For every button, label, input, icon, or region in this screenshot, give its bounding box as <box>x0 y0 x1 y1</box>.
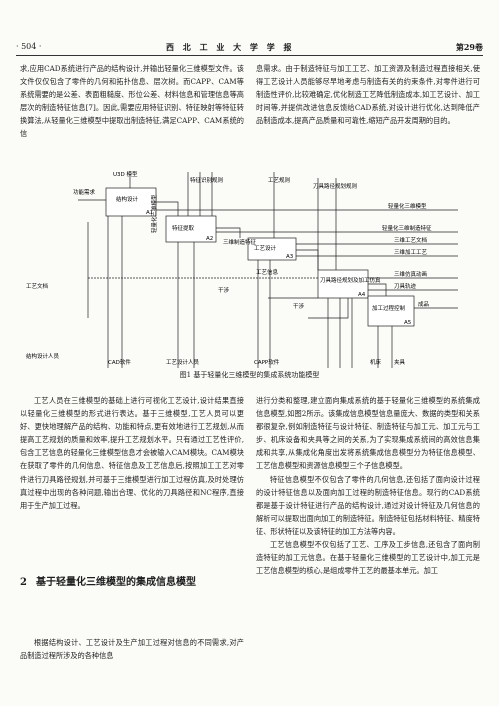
bottom-label-0: 结构设计人员 <box>26 352 60 360</box>
left-proc-doc: 工艺文档 <box>26 282 49 290</box>
figure-1: U3D 模型 功能需求 结构设计 A1 轻量化三维模型 特征提取 A2 三维制造… <box>18 168 484 368</box>
box-a2 <box>165 215 217 243</box>
bottom-label-2: 工艺设计人员 <box>166 358 200 366</box>
bottom-label-8: 机床 <box>370 358 382 366</box>
section-title: 基于轻量化三维模型的集成信息模型 <box>36 577 196 588</box>
a3-node: A3 <box>286 254 294 260</box>
a1-node: A1 <box>146 210 153 216</box>
a4-node: A4 <box>358 292 366 298</box>
a1-title: 结构设计 <box>116 195 139 203</box>
u3d-label: U3D 模型 <box>113 170 138 178</box>
paragraph: 息需求。由于制造特征与加工工艺、加工资源及制造过程直接相关,使得工艺设计人员能够… <box>256 64 480 126</box>
left-column-bottom: 根据结构设计、工艺设计及生产加工过程对信息的不同需求,对产品制造过程所涉及的各种… <box>20 636 244 662</box>
box-a5 <box>367 295 415 327</box>
a2-node: A2 <box>206 236 213 242</box>
interfere-label-2: 干涉 <box>218 286 230 294</box>
box-a1 <box>105 187 157 217</box>
page-number: · 504 · <box>16 42 42 51</box>
paragraph: 工艺人员在三维模型的基础上进行可视化工艺设计,设计结果直接以轻量化三维模型的形式… <box>20 396 244 510</box>
section-number: 2 <box>20 577 27 588</box>
three-d-feature-label: 三维制造特征 <box>223 238 257 246</box>
right-output-3: 三维工艺文档 <box>394 236 428 244</box>
a2-title: 特征提取 <box>172 224 195 232</box>
func-req-label: 功能需求 <box>73 188 96 196</box>
volume-label: 第29卷 <box>455 42 483 52</box>
paragraph: 根据结构设计、工艺设计及生产加工过程对信息的不同需求,对产品制造过程所涉及的各种… <box>20 638 244 661</box>
right-column-mid: 进行分类和整理,建立面向集成系统的基于轻量化三维模型的系统集成信息模型,如图2所… <box>256 394 480 577</box>
left-column-mid: 工艺人员在三维模型的基础上进行可视化工艺设计,设计结果直接以轻量化三维模型的形式… <box>20 394 244 512</box>
proc-rules-label: 工艺规则 <box>268 176 290 184</box>
running-header: · 504 · 西 北 工 业 大 学 学 报 第29卷 <box>16 40 483 54</box>
left-column-top: 求,应用CAD系统进行产品的结构设计,并输出轻量化三维模型文件。该文件仅仅包含了… <box>20 62 244 141</box>
right-output-5: 三维仿真动画 <box>394 270 427 278</box>
a3-title: 工艺设计 <box>254 244 277 252</box>
lightweight-label: 轻量化三维模型 <box>150 194 158 233</box>
bottom-label-1: CAD软件 <box>108 358 131 366</box>
feature-recog-rule: 特征识别规则 <box>190 176 223 184</box>
bottom-label-3: CAPP软件 <box>254 358 280 366</box>
proc-info-label: 工艺信息 <box>256 268 279 276</box>
journal-name: 西 北 工 业 大 学 学 报 <box>166 42 295 52</box>
header-rule <box>16 55 483 56</box>
paragraph: 工艺信息模型不仅包括了工艺、工序及工步信息,还包含了面向制造特征的加工元信息。在… <box>256 540 480 576</box>
a4-title: 刀具路径规划及加工仿真 <box>320 276 381 284</box>
paragraph: 进行分类和整理,建立面向集成系统的基于轻量化三维模型的系统集成信息模型,如图2所… <box>256 396 480 471</box>
box-a4 <box>317 269 369 299</box>
a5-title: 加工过程控制 <box>372 304 406 312</box>
figure-caption: 图1 基于轻量化三维模型的集成系统功能模型 <box>179 371 320 379</box>
tool-path-rules-label: 刀具路径规划规则 <box>313 182 357 190</box>
box-a3 <box>247 237 297 261</box>
right-output-6: 刀具轨迹 <box>394 282 417 290</box>
right-output-4: 三维加工工艺 <box>394 248 428 256</box>
section-heading: 2 基于轻量化三维模型的集成信息模型 <box>20 574 244 592</box>
right-output-1: 轻量化三维模型 <box>388 202 427 210</box>
a5-node: A5 <box>404 320 412 326</box>
right-column-top: 息需求。由于制造特征与加工工艺、加工资源及制造过程直接相关,使得工艺设计人员能够… <box>256 62 480 127</box>
bottom-label-9: 夹具 <box>394 358 406 366</box>
paragraph: 求,应用CAD系统进行产品的结构设计,并输出轻量化三维模型文件。该文件仅仅包含了… <box>20 64 244 139</box>
product-label: 成品 <box>418 300 430 308</box>
interfere-label: 干涉 <box>293 302 305 310</box>
idef0-diagram: U3D 模型 功能需求 结构设计 A1 轻量化三维模型 特征提取 A2 三维制造… <box>26 170 458 368</box>
paragraph: 特征信息模型不仅包含了零件的几何信息,还包括了面向设计过程的设计特征信息以及面向… <box>256 474 480 536</box>
right-output-2: 轻量化三维制造特征 <box>382 224 432 232</box>
